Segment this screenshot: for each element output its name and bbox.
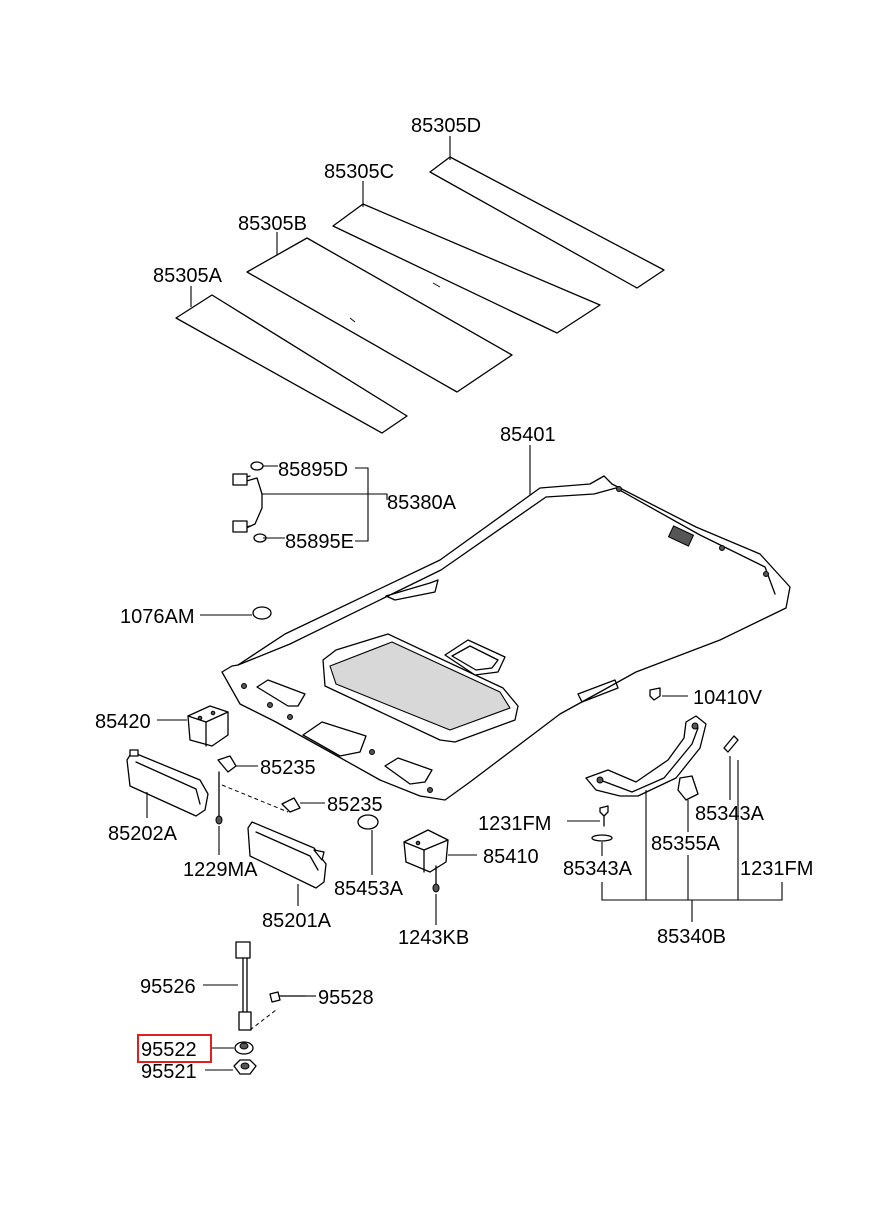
label-1229MA: 1229MA xyxy=(183,859,258,881)
bracket-85235-lower xyxy=(281,797,325,813)
highlight-box xyxy=(137,1034,212,1063)
screw-1243KB xyxy=(432,865,440,925)
pad-85305C xyxy=(332,181,601,334)
label-85343A-left: 85343A xyxy=(563,858,633,880)
label-85453A: 85453A xyxy=(334,878,404,900)
assist-grip-85380A xyxy=(232,461,388,543)
label-10410V: 10410V xyxy=(693,687,763,709)
label-85340B: 85340B xyxy=(657,926,726,948)
label-1076AM: 1076AM xyxy=(120,606,195,628)
label-1231FM-right: 1231FM xyxy=(740,858,813,880)
lamp-85420 xyxy=(157,705,229,747)
nut-95522 xyxy=(210,1041,254,1055)
label-85343A-right: 85343A xyxy=(695,803,765,825)
label-85202A: 85202A xyxy=(108,823,178,845)
bracket-85235-upper xyxy=(217,755,289,813)
label-85235-lower: 85235 xyxy=(327,794,383,816)
pad-85305A xyxy=(175,286,408,434)
label-85305C: 85305C xyxy=(324,161,394,183)
headliner-85401 xyxy=(221,445,791,801)
label-95522: 95522 xyxy=(141,1039,197,1061)
cap-1076AM xyxy=(200,606,272,620)
label-85401: 85401 xyxy=(500,424,556,446)
label-85380A: 85380A xyxy=(387,492,457,514)
label-95528: 95528 xyxy=(318,987,374,1009)
label-85895E: 85895E xyxy=(285,531,354,553)
label-85355A: 85355A xyxy=(651,833,721,855)
label-85201A: 85201A xyxy=(262,910,332,932)
label-85305A: 85305A xyxy=(153,265,223,287)
label-1243KB: 1243KB xyxy=(398,927,469,949)
label-85895D: 85895D xyxy=(278,459,348,481)
cap-85453A xyxy=(357,814,379,875)
pad-85305B xyxy=(246,232,513,393)
label-85305D: 85305D xyxy=(411,115,481,137)
clip-10410V xyxy=(649,687,688,701)
sun-visor-85202A xyxy=(126,749,209,818)
label-1231FM-left: 1231FM xyxy=(478,813,551,835)
label-85420: 85420 xyxy=(95,711,151,733)
label-95521: 95521 xyxy=(141,1061,197,1083)
label-95526: 95526 xyxy=(140,976,196,998)
bolt-1229MA xyxy=(215,771,223,855)
screw-95528 xyxy=(269,991,316,1003)
label-85305B: 85305B xyxy=(238,213,307,235)
sun-visor-85201A xyxy=(247,821,327,906)
nut-95521 xyxy=(205,1059,257,1075)
pad-85305D xyxy=(429,136,665,289)
label-85410: 85410 xyxy=(483,846,539,868)
lamp-85410 xyxy=(403,829,477,873)
label-85235-upper: 85235 xyxy=(260,757,316,779)
assist-grip-85340B xyxy=(567,715,783,922)
cable-95526 xyxy=(203,941,277,1031)
